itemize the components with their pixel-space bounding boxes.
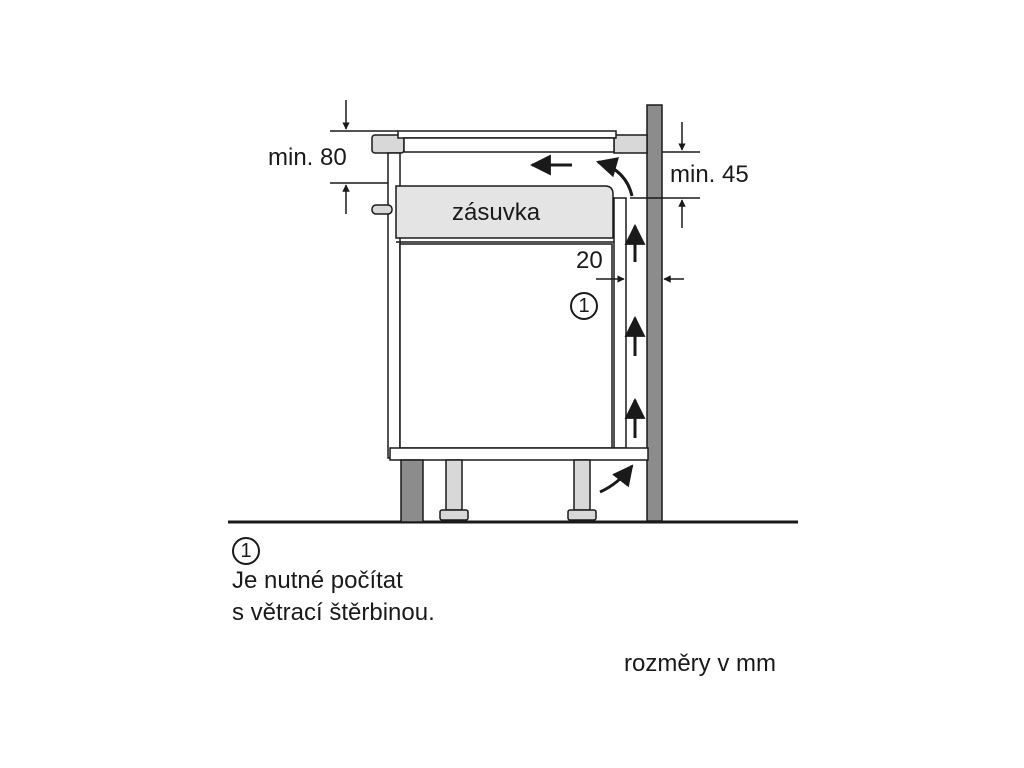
cabinet-knob (371, 204, 393, 215)
hob-body (403, 137, 615, 153)
cabinet-bottom (389, 447, 649, 461)
ventilation-gap-marker: 1 (570, 292, 598, 320)
plinth-front (400, 459, 424, 523)
dimension-label-min-45: min. 45 (670, 161, 749, 188)
units-note: rozměry v mm (624, 650, 776, 677)
legend-line-2: s větrací štěrbinou. (232, 599, 435, 626)
airflow-arrow-top-curve (595, 157, 634, 197)
dimension-label-gap-20: 20 (576, 247, 603, 274)
leg-left (445, 459, 463, 511)
cabinet-body (399, 243, 613, 449)
legend-marker: 1 (232, 537, 260, 565)
dimension-label-min-80: min. 80 (268, 144, 347, 171)
legend-line-1: Je nutné počítat (232, 567, 403, 594)
rear-wall (646, 104, 663, 522)
leg-left-foot (439, 509, 469, 521)
leg-right-foot (567, 509, 597, 521)
airflow-arrow-bottom-curve (599, 464, 634, 494)
drawer-box (395, 185, 614, 239)
worktop-right (613, 134, 648, 154)
cabinet-back-panel (613, 197, 627, 449)
drawer-label: zásuvka (452, 199, 541, 226)
hob-top (397, 130, 617, 139)
leg-right (573, 459, 591, 511)
